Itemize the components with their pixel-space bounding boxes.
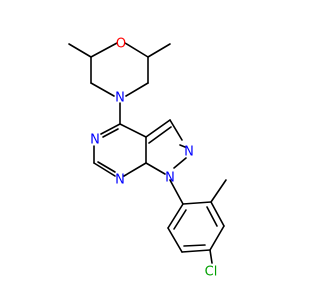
bond: [167, 227, 183, 253]
chlorine-atom: Cl: [205, 265, 218, 280]
bond: [167, 203, 184, 229]
bonds: [68, 42, 227, 264]
bond: [183, 244, 206, 247]
bond: [125, 82, 149, 97]
bond: [93, 162, 116, 177]
bond: [90, 42, 118, 58]
bond: [68, 43, 92, 58]
bond: [100, 123, 121, 135]
morpholine-nitrogen-atom: N: [115, 91, 125, 106]
molecule-structure: O N N N N N Cl: [68, 37, 227, 280]
bond: [206, 206, 218, 227]
oxygen-atom: O: [116, 37, 126, 52]
pyrimidine-nitrogen-top-atom: N: [90, 133, 100, 148]
bond: [181, 249, 211, 253]
pyrazole-nitrogen-1-atom: N: [165, 171, 175, 186]
bond: [145, 162, 166, 175]
bond: [173, 157, 187, 169]
bond: [169, 119, 183, 141]
bond: [97, 161, 116, 173]
pyrazole-nitrogen-2-atom: N: [184, 145, 194, 160]
bond: [147, 43, 171, 58]
bond: [179, 144, 186, 148]
bond: [119, 123, 147, 138]
bond: [145, 119, 171, 138]
bond: [210, 201, 225, 227]
bond: [123, 162, 147, 177]
bond: [169, 179, 184, 205]
bond: [209, 249, 213, 264]
bond: [182, 201, 212, 205]
bond: [124, 42, 149, 58]
bond: [209, 225, 225, 251]
atom-labels: O N N N N N Cl: [90, 37, 217, 280]
bond: [90, 82, 115, 97]
pyrimidine-nitrogen-bottom-atom: N: [115, 173, 125, 188]
bond: [210, 179, 227, 203]
bond: [148, 126, 172, 144]
bond: [173, 209, 187, 230]
bond: [102, 128, 119, 138]
